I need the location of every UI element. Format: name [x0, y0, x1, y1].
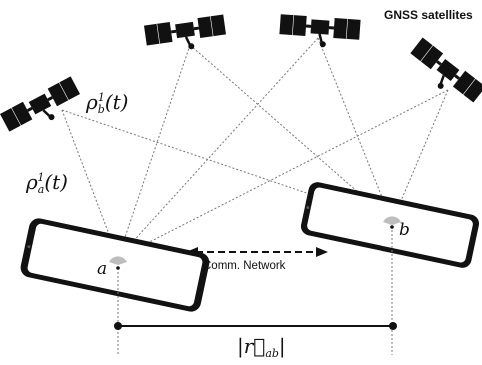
- satellite-icon: [277, 12, 363, 52]
- comm-network-arrow: [186, 247, 328, 257]
- path-sat3-a: [117, 37, 319, 259]
- baseline-label: |r⃗ab|: [237, 334, 286, 360]
- baseline-suffix: |: [278, 334, 286, 358]
- signal-paths: [61, 37, 449, 259]
- baseline-line: [114, 322, 397, 330]
- baseline-vector: r⃗: [243, 334, 266, 358]
- antenna-icon: [383, 216, 401, 229]
- title-label: GNSS satellites: [384, 8, 473, 22]
- receiver-a-label: a: [97, 259, 108, 279]
- satellite-icon: [142, 13, 229, 57]
- path-sat2-b: [189, 44, 393, 223]
- satellite-icon: [402, 35, 482, 112]
- rho-b-arg: (t): [104, 90, 129, 114]
- satellite-icon: [0, 74, 87, 142]
- rho-b-sup: 1: [97, 91, 105, 104]
- smartphone-icon: [20, 218, 210, 312]
- path-sat3-b: [317, 37, 393, 223]
- rho-b-sub: b: [97, 103, 105, 116]
- path-sat4-a: [117, 89, 449, 259]
- receiver-b-label: b: [399, 220, 410, 240]
- pseudorange-a-label: ρa1(t): [26, 170, 68, 196]
- rho-a-sub: a: [37, 183, 45, 196]
- path-sat2-a: [117, 44, 191, 259]
- smartphone-icon: [300, 182, 480, 268]
- rho-a-symbol: ρ: [26, 170, 38, 194]
- baseline-sub: ab: [265, 347, 279, 360]
- rho-a-arg: (t): [44, 170, 68, 194]
- rho-a-sup: 1: [37, 171, 45, 184]
- rho-b-symbol: ρ: [86, 90, 98, 114]
- pseudorange-b-label: ρb1(t): [86, 90, 128, 116]
- baseline-prefix: |: [237, 334, 244, 358]
- comm-network-label: Comm. Network: [203, 260, 286, 272]
- antenna-icon: [109, 256, 127, 270]
